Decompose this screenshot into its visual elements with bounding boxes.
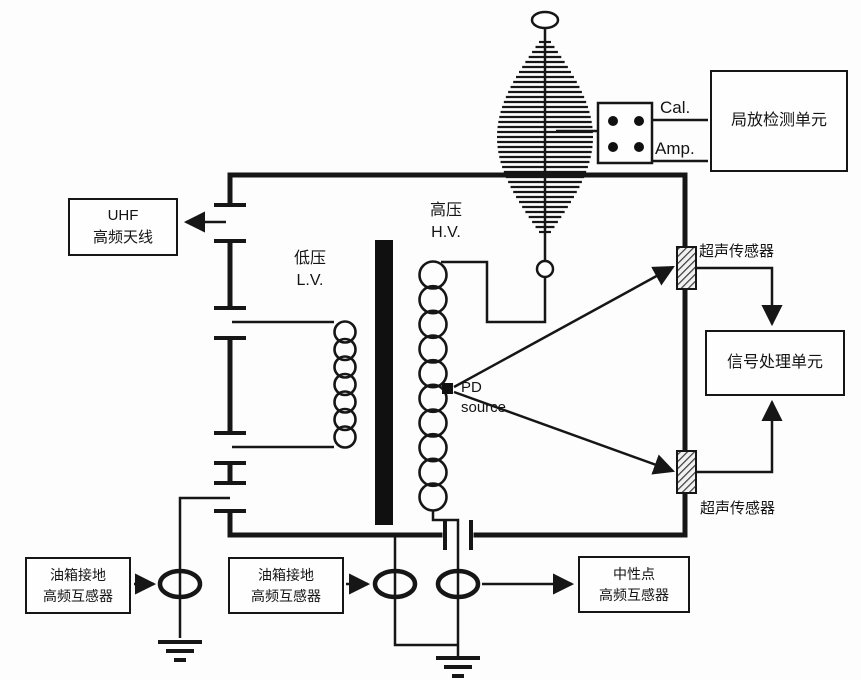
transformer-core bbox=[375, 240, 393, 525]
hf-ct-left bbox=[157, 568, 203, 600]
pd-detection-unit-box: 局放检测单元 bbox=[710, 70, 848, 172]
bushing-top-terminal bbox=[530, 10, 560, 30]
tank-ground-left-line bbox=[178, 496, 230, 638]
signal-processing-unit-box: 信号处理单元 bbox=[705, 330, 845, 396]
hv-bushing bbox=[497, 10, 593, 279]
lv-winding bbox=[333, 320, 357, 449]
tank-outline bbox=[227, 172, 688, 538]
connector-pin bbox=[634, 116, 644, 126]
tank-ground-mid-label-line1: 油箱接地 bbox=[258, 566, 314, 583]
bushing-lower-terminal bbox=[535, 259, 555, 279]
tank-ground-left-label-line2: 高频互感器 bbox=[43, 587, 113, 604]
tank-ground-left-label-line1: 油箱接地 bbox=[50, 566, 106, 583]
pd-acoustic-path-top bbox=[453, 265, 675, 389]
bushing-to-hv-lead bbox=[441, 260, 547, 324]
sensor-top-to-signal-line bbox=[696, 266, 783, 327]
signal-processing-unit-label: 信号处理单元 bbox=[726, 354, 823, 371]
ultrasonic-sensor-top bbox=[676, 246, 697, 290]
pd-source-marker bbox=[442, 383, 453, 394]
ultrasonic-sensor-bottom bbox=[676, 450, 697, 494]
connector-pin bbox=[634, 142, 644, 152]
ground-symbol-center bbox=[436, 656, 480, 678]
neutral-bushing-plates bbox=[443, 520, 473, 550]
amp-label: Amp. bbox=[655, 139, 695, 158]
tank-ground-mid-line bbox=[393, 535, 458, 647]
connector-pin bbox=[608, 142, 618, 152]
tank-ground-ct-box-mid: 油箱接地 高频互感器 bbox=[228, 557, 344, 614]
lv-label-cn: 低压 bbox=[293, 250, 326, 267]
ultrasonic-sensor-bottom-label: 超声传感器 bbox=[700, 500, 776, 517]
bushing-shed-lines bbox=[497, 40, 593, 234]
hv-label-en: H.V. bbox=[431, 223, 461, 241]
ground-symbol-left bbox=[158, 640, 202, 662]
uhf-antenna-label-line2: 高频天线 bbox=[92, 229, 153, 246]
connector-block bbox=[596, 101, 654, 165]
hv-label-cn: 高压 bbox=[429, 202, 462, 219]
uhf-antenna-box: UHF 高频天线 bbox=[68, 198, 178, 256]
pd-source-label-line1: PD bbox=[461, 379, 482, 396]
pd-source-label-line2: source bbox=[461, 399, 507, 417]
tank-ground-mid-label-line2: 高频互感器 bbox=[251, 587, 321, 604]
ultrasonic-sensor-top-label: 超声传感器 bbox=[699, 243, 775, 260]
hf-ct-mid bbox=[372, 568, 418, 600]
neutral-line bbox=[431, 510, 460, 658]
lv-winding-label: 低压 L.V. bbox=[272, 248, 348, 291]
pd-acoustic-path-bottom bbox=[453, 390, 675, 475]
tank-ground-ct-box-left: 油箱接地 高频互感器 bbox=[25, 557, 131, 614]
tank-wall-plates bbox=[214, 203, 246, 513]
neutral-label-line2: 高频互感器 bbox=[599, 586, 669, 603]
neutral-label-line1: 中性点 bbox=[613, 565, 655, 582]
neutral-ct-box: 中性点 高频互感器 bbox=[578, 556, 690, 613]
connector-pin bbox=[608, 116, 618, 126]
pd-detection-unit-label: 局放检测单元 bbox=[730, 112, 827, 129]
hf-ct-neutral bbox=[435, 568, 481, 600]
lv-label-en: L.V. bbox=[296, 271, 324, 289]
sensor-bottom-to-signal-line bbox=[696, 399, 783, 474]
cal-label: Cal. bbox=[660, 98, 691, 117]
pd-source-label: PD source bbox=[461, 378, 506, 419]
hv-winding-label: 高压 H.V. bbox=[408, 200, 484, 243]
uhf-antenna-label-line1: UHF bbox=[107, 206, 139, 224]
